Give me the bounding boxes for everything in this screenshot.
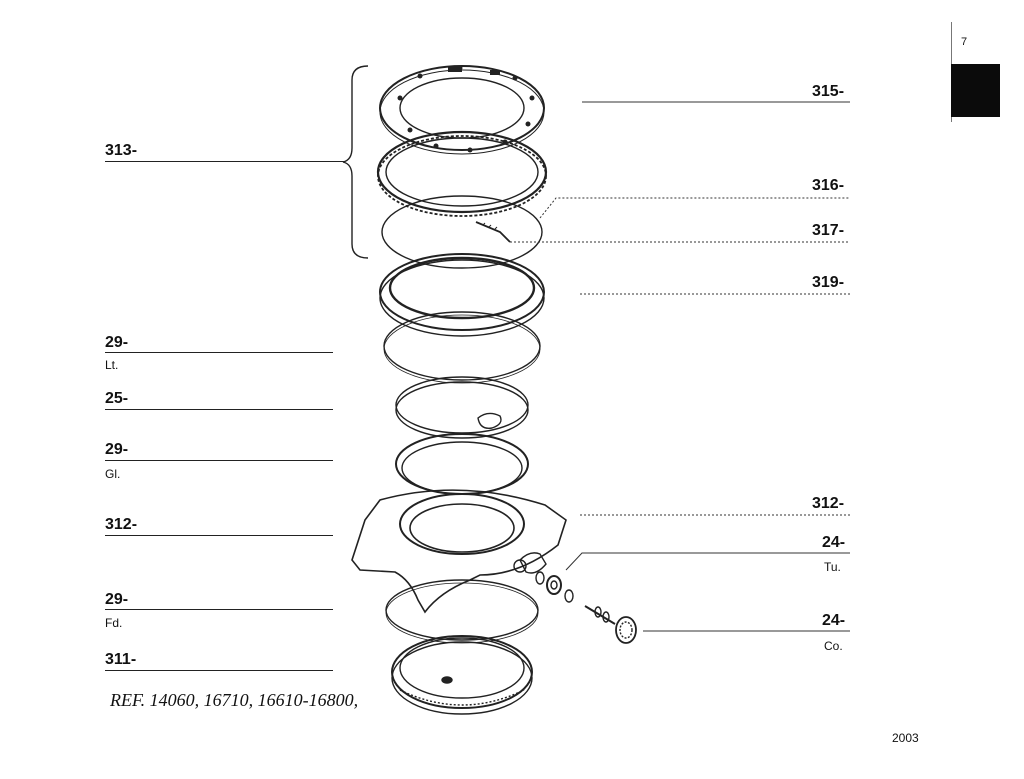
label-24-tu: 24- (822, 534, 846, 551)
label-312-right: 312- (812, 495, 845, 512)
bezel-ring-319 (379, 253, 545, 337)
label-24-tu-sub: Tu. (824, 560, 841, 574)
bezel-insert-315 (379, 65, 545, 155)
group-brace (342, 65, 369, 259)
label-29-lt-sub: Lt. (105, 358, 119, 372)
label-311: 311- (105, 651, 137, 668)
label-29-gl-rule (105, 460, 333, 461)
gasket-29-lt (383, 311, 541, 381)
label-29-fd: 29- (105, 591, 129, 608)
label-25: 25- (105, 390, 129, 407)
label-311-rule (105, 670, 333, 671)
rotating-bezel-316 (376, 130, 548, 217)
label-29-gl-sub: Gl. (105, 467, 121, 481)
crown-tube-24-tu (535, 571, 574, 603)
label-312-left: 312- (105, 516, 138, 533)
label-29-lt: 29- (105, 334, 129, 351)
label-313-rule (105, 161, 345, 162)
case-312 (351, 489, 567, 614)
section-tab (951, 64, 1000, 117)
crown-24-co (584, 605, 637, 644)
label-24-co: 24- (822, 612, 846, 629)
label-316: 316- (812, 177, 845, 194)
crystal-25 (395, 376, 529, 439)
label-319: 319- (812, 274, 845, 291)
label-317: 317- (812, 222, 845, 239)
label-312-left-rule (105, 535, 333, 536)
label-313: 313- (105, 142, 138, 159)
case-back-311 (391, 635, 533, 715)
label-29-gl: 29- (105, 441, 129, 458)
label-315: 315- (812, 83, 845, 100)
label-29-fd-sub: Fd. (105, 616, 123, 630)
label-29-fd-rule (105, 609, 333, 610)
gasket-29-fd (385, 579, 539, 641)
label-24-co-sub: Co. (824, 639, 843, 653)
label-29-lt-rule (105, 352, 333, 353)
reference-line: REF. 14060, 16710, 16610-16800, (110, 690, 359, 710)
bezel-spring-317 (475, 221, 511, 243)
label-25-rule (105, 409, 333, 410)
year-label: 2003 (892, 731, 919, 745)
page-number: 7 (961, 36, 968, 48)
bezel-spring-ring (381, 195, 543, 269)
